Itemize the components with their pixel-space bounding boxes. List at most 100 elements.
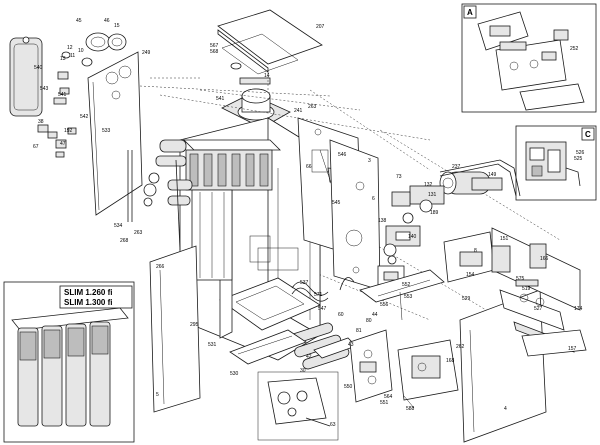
part-label: 15	[114, 23, 120, 29]
left-fittings	[37, 71, 77, 158]
part-labels: 45 46 15 12 13 11 10 249 540 543 542 541…	[33, 18, 585, 428]
burner-plate-detail	[257, 371, 339, 441]
left-side-panel	[87, 51, 143, 216]
detail-box-c-letter: C	[585, 130, 591, 139]
part-label: 189	[430, 210, 439, 216]
connecting-hoses	[291, 277, 355, 302]
part-label: 3	[368, 158, 371, 164]
part-label: 5	[156, 392, 159, 398]
part-label: 530	[230, 371, 239, 377]
pump-assembly	[391, 171, 503, 224]
part-label: 543	[40, 86, 49, 92]
part-label: 38	[38, 119, 44, 125]
part-label: 525	[574, 156, 583, 162]
part-label: 207	[316, 24, 325, 30]
part-label: 571	[314, 292, 323, 298]
part-label: 249	[142, 50, 151, 56]
part-label: 131	[428, 192, 437, 198]
expansion-vessel	[9, 36, 43, 117]
bottom-plate	[229, 329, 307, 365]
part-label: 157	[568, 346, 577, 352]
part-label: 262	[456, 344, 465, 350]
part-label: 551	[380, 400, 389, 406]
part-label: 14	[264, 73, 270, 79]
part-label: 30	[300, 368, 306, 374]
part-label: 132	[424, 182, 433, 188]
detail-box-a-letter: A	[467, 8, 473, 17]
part-label: 192	[64, 128, 73, 134]
part-label: 66	[306, 164, 312, 170]
part-label: 8	[474, 248, 477, 254]
part-label: 81	[356, 328, 362, 334]
part-label: 552	[402, 282, 411, 288]
electrode-plate	[349, 329, 393, 403]
slim-variant-inset: SLIM 1.260 fi SLIM 1.300 fi	[3, 281, 135, 443]
mounting-bracket	[359, 269, 445, 321]
part-label: 533	[102, 128, 111, 134]
part-label: 174	[574, 306, 583, 312]
display-cover-157	[521, 329, 587, 357]
part-label: 63	[330, 422, 336, 428]
part-label: 241	[294, 108, 303, 114]
part-label: 67	[33, 144, 39, 150]
part-label: 43	[348, 342, 354, 348]
part-label: 529	[462, 296, 471, 302]
part-label: 564	[384, 394, 393, 400]
part-label: 553	[404, 294, 413, 300]
part-label: 44	[372, 312, 378, 318]
part-label: 45	[76, 18, 82, 24]
part-label: 263	[134, 230, 143, 236]
part-label: 575	[516, 276, 525, 282]
part-label: 11	[70, 53, 75, 59]
part-label: 266	[156, 264, 165, 270]
part-label: 547	[318, 306, 327, 312]
part-label: 252	[570, 46, 579, 52]
part-label: 540	[34, 65, 43, 71]
part-label: 46	[104, 18, 110, 24]
part-label: 588	[406, 406, 415, 412]
part-label: 13	[60, 56, 66, 62]
inset-title-line1: SLIM 1.260 fi	[64, 288, 112, 297]
control-board	[397, 339, 459, 409]
part-label: 526	[576, 150, 585, 156]
front-support-posts	[127, 150, 181, 251]
fan-connection-rings	[61, 32, 127, 67]
part-label: 527	[534, 306, 543, 312]
part-label: 154	[466, 272, 475, 278]
part-label: 151	[500, 236, 509, 242]
inset-title-line2: SLIM 1.300 fi	[64, 298, 112, 307]
part-label: 42	[306, 354, 312, 360]
part-label: 140	[408, 234, 417, 240]
part-label: 519	[522, 286, 531, 292]
left-front-panel	[149, 245, 201, 413]
part-label: 542	[80, 114, 89, 120]
part-label: 295	[190, 322, 199, 328]
part-label: 149	[488, 172, 497, 178]
water-pipe-149	[439, 159, 521, 197]
part-label: 541	[216, 96, 225, 102]
burner-tubes	[286, 322, 357, 370]
part-label: 10	[78, 48, 84, 54]
part-label: 47	[60, 141, 66, 147]
heat-exchanger	[143, 139, 281, 281]
part-label: 60	[338, 312, 344, 318]
part-label: 263	[308, 104, 317, 110]
part-label: 80	[366, 318, 372, 324]
part-label: 138	[378, 218, 387, 224]
part-label: 556	[380, 302, 389, 308]
hydraulic-side-panel	[329, 139, 381, 291]
part-label: 237	[452, 164, 461, 170]
part-label: 545	[332, 200, 341, 206]
part-label: 268	[120, 238, 129, 244]
part-label: 531	[208, 342, 217, 348]
detail-box-a: A	[461, 3, 597, 113]
part-label: 550	[344, 384, 353, 390]
part-label: 537	[300, 280, 309, 286]
part-label: 546	[338, 152, 347, 158]
part-label: 541	[58, 92, 67, 98]
part-label: 4	[504, 406, 507, 412]
part-label: 6	[372, 196, 375, 202]
part-label: 568	[210, 49, 219, 55]
part-label: 168	[446, 358, 455, 364]
